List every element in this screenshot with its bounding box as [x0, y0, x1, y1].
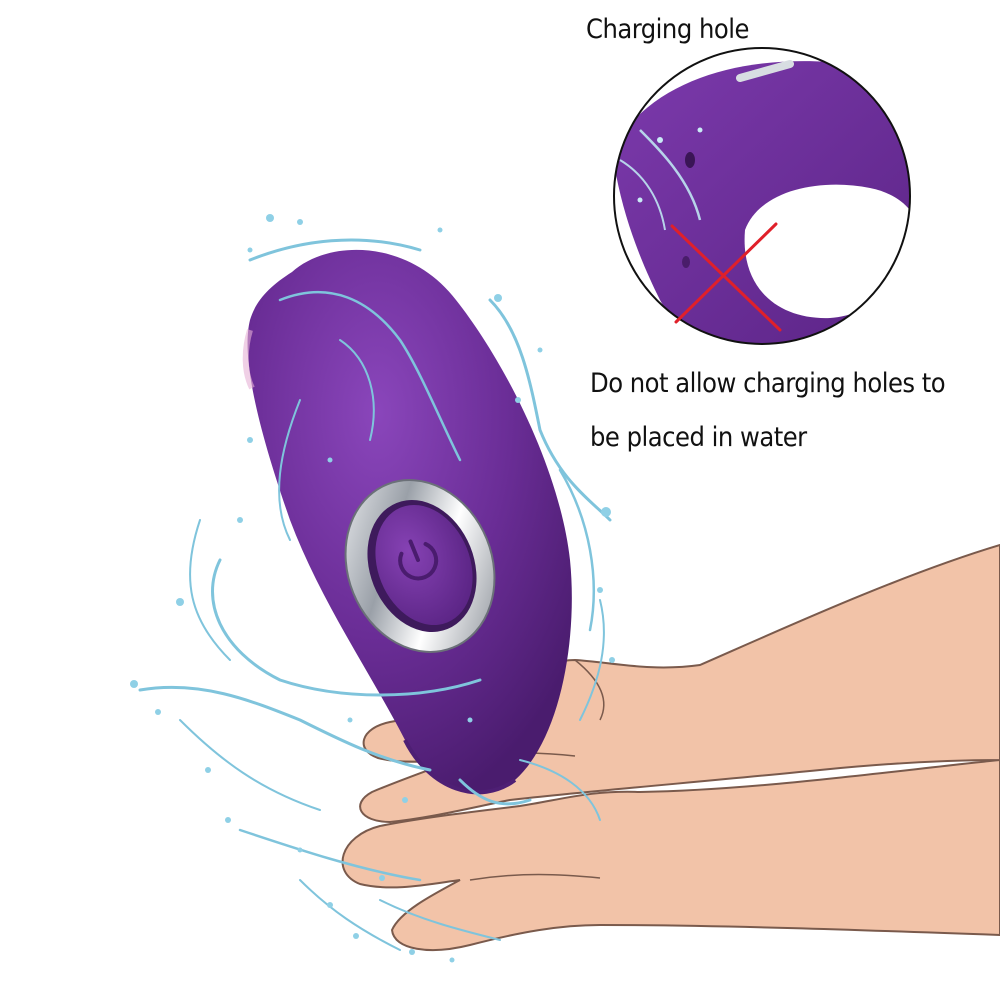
power-icon	[398, 539, 439, 581]
lower-hand	[341, 758, 1000, 951]
power-button-assembly	[344, 479, 496, 653]
water-droplets	[130, 214, 615, 963]
charging-hole-inset	[613, 47, 911, 345]
water-splash-icon	[138, 238, 612, 951]
warning-text-line-1: Do not allow charging holes to	[590, 368, 946, 399]
cross-mark-icon	[670, 222, 782, 332]
warning-text-line-2: be placed in water	[590, 422, 807, 453]
charging-hole-label: Charging hole	[586, 14, 749, 45]
